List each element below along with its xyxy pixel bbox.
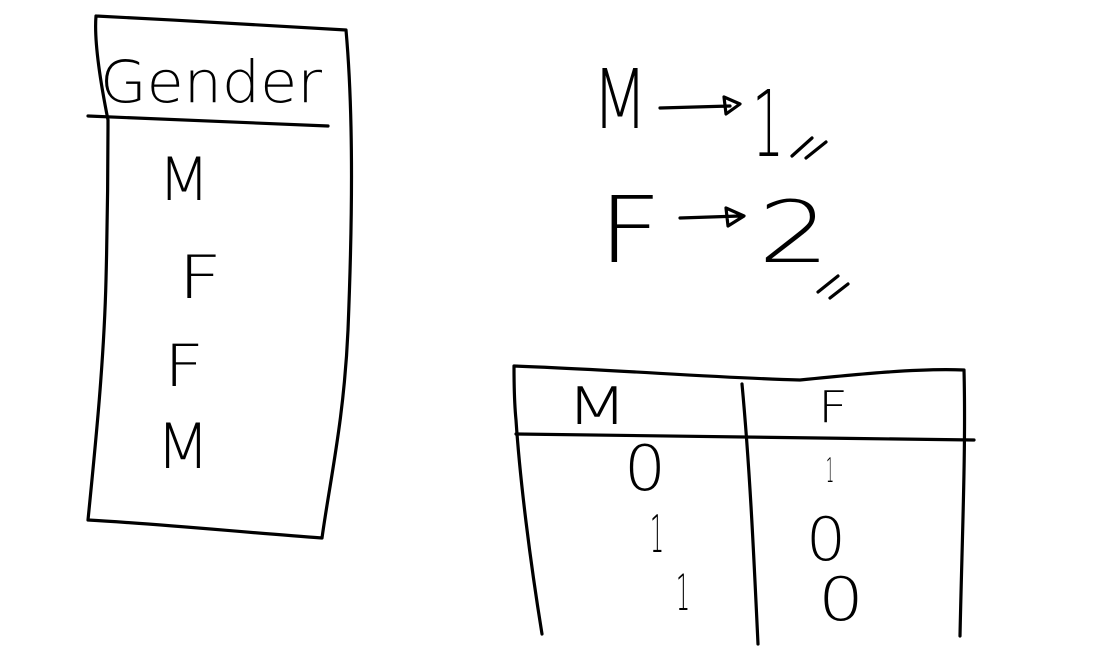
onehot-cell-r1-f: 1 [826, 451, 834, 491]
onehot-cell-r2-m: 1 [650, 505, 664, 565]
mapping-from-f: F [598, 177, 662, 284]
onehot-table: M F 0 1 1 0 1 0 [512, 364, 976, 646]
label-mapping: M 1 F 2 [592, 53, 850, 300]
gender-table-border [86, 14, 354, 540]
gender-row-1: M [158, 145, 210, 215]
onehot-header-divider [514, 432, 976, 442]
onehot-cell-r3-f: 0 [818, 565, 864, 635]
onehot-cell-r1-m: 0 [624, 432, 666, 505]
gender-row-3: F [164, 332, 204, 400]
onehot-table-border [512, 364, 967, 638]
onehot-header-m: M [566, 377, 628, 437]
gender-row-2: F [178, 243, 222, 313]
mapping-to-2: 2 [758, 183, 830, 283]
onehot-column-divider [740, 382, 760, 646]
gender-row-4: M [156, 410, 210, 483]
mapping-arrow-1 [658, 95, 742, 116]
gender-header-divider [86, 114, 330, 128]
onehot-cell-r3-m: 1 [676, 564, 690, 622]
onehot-header-f: F [818, 382, 848, 433]
gender-table: Gender M F F M [86, 14, 354, 540]
mapping-arrow-2 [678, 206, 746, 228]
mapping-tick-1 [790, 136, 828, 160]
onehot-cell-r2-f: 0 [806, 505, 846, 575]
mapping-from-m: M [592, 53, 648, 148]
mapping-to-1: 1 [752, 71, 784, 178]
gender-header: Gender [100, 48, 322, 116]
mapping-tick-2 [816, 274, 850, 300]
